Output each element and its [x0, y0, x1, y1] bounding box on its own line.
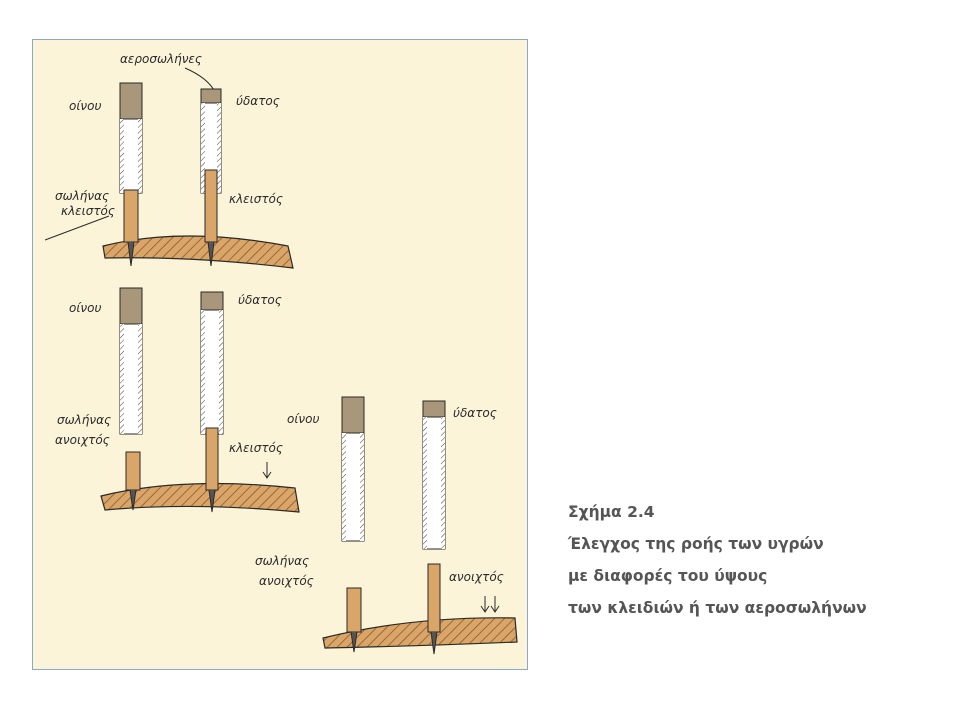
label-closed-1b: κλειστός — [229, 192, 283, 206]
wine-tube-1 — [119, 82, 143, 267]
wooden-board — [100, 482, 300, 513]
label-wine-2: οίνου — [69, 301, 101, 315]
figure-caption: Σχήμα 2.4 Έλεγχος της ροής των υγρών με … — [568, 496, 948, 624]
caption-line-2: Έλεγχος της ροής των υγρών — [568, 535, 824, 553]
label-water-1: ύδατος — [236, 94, 280, 108]
flow-arrows — [480, 596, 500, 613]
flow-arrow — [262, 462, 272, 479]
label-open-3b: ανοιχτός — [449, 570, 504, 584]
pointer-line — [184, 67, 216, 93]
label-water-3: ύδατος — [453, 406, 497, 420]
wine-tube-2 — [119, 287, 143, 511]
figure-panel: αεροσωλήνες οίνου ύδατος — [32, 39, 528, 670]
label-wine-1: οίνου — [69, 99, 101, 113]
label-tube-3: σωλήνας — [255, 554, 309, 568]
liquid-flow-diagram: αεροσωλήνες οίνου ύδατος — [44, 52, 518, 655]
label-wine-3: οίνου — [287, 412, 319, 426]
caption-line-3: με διαφορές του ύψους — [568, 567, 768, 585]
label-tube-1: σωλήνας — [55, 189, 109, 203]
scene-1: αεροσωλήνες οίνου ύδατος — [44, 52, 294, 269]
water-tube-2 — [200, 291, 224, 513]
pointer-line — [44, 215, 110, 241]
caption-line-4: των κλειδιών ή των αεροσωλήνων — [568, 599, 867, 617]
label-closed-1: κλειστός — [61, 204, 115, 218]
label-water-2: ύδατος — [238, 293, 282, 307]
label-open-3: ανοιχτός — [259, 574, 314, 588]
caption-title: Σχήμα 2.4 — [568, 503, 655, 521]
scene-3: οίνου ύδατος σωλήνας ανοιχτός — [255, 396, 518, 655]
wooden-board — [322, 617, 518, 649]
scene-2: οίνου ύδατος σωλήνας ανοιχτός — [55, 287, 300, 513]
water-tube-3 — [422, 400, 446, 655]
label-closed-2: κλειστός — [229, 441, 283, 455]
water-tube-1 — [200, 88, 222, 267]
label-tube-2: σωλήνας — [57, 413, 111, 427]
wine-tube-3 — [341, 396, 365, 653]
label-air-tubes: αεροσωλήνες — [120, 52, 202, 66]
wooden-board — [102, 235, 294, 269]
label-open-2: ανοιχτός — [55, 433, 110, 447]
